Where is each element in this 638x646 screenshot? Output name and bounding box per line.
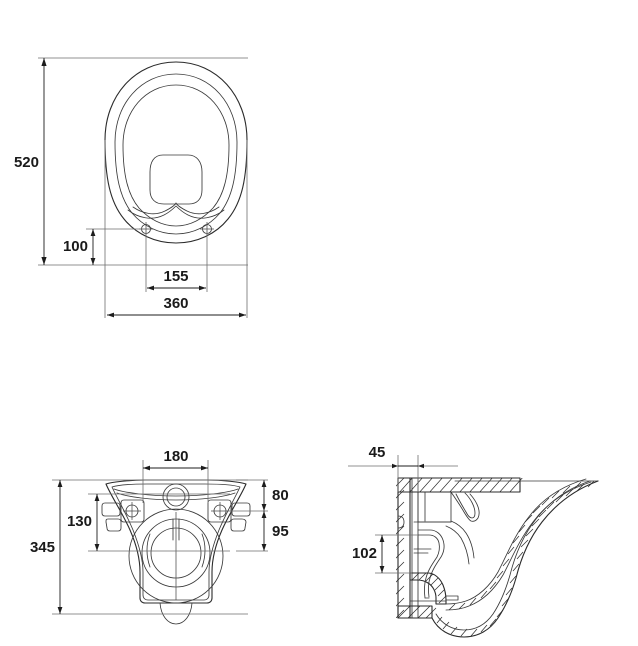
dimension-345-label: 345: [30, 539, 55, 556]
plan-bowl-circles: [128, 508, 224, 604]
plan-extension-lines: [52, 460, 248, 615]
section-extension-lines: [348, 455, 458, 574]
plan-flush-inlet: [162, 483, 190, 511]
plan-top-view: 180 345 130 80: [30, 448, 289, 625]
dimension-180-label: 180: [163, 448, 188, 465]
dimension-80: 80: [236, 479, 289, 512]
dimension-360-label: 360: [163, 295, 188, 312]
section-bowl-profile: [431, 480, 599, 638]
section-bowl-profile-hatch: [436, 480, 595, 637]
dimension-345: 345: [30, 480, 63, 614]
section-bowl-inner-hatch: [448, 481, 582, 611]
dimension-155: 155: [147, 268, 206, 291]
dimension-102: 102: [352, 535, 385, 573]
dimension-95: 95: [236, 511, 289, 552]
front-pan-outline: [104, 61, 248, 244]
plan-rim-band: [113, 488, 239, 501]
section-flush-chamber: [413, 491, 452, 523]
dimension-360: 360: [107, 295, 246, 318]
dimension-100: 100: [63, 229, 96, 265]
front-extension-lines: [38, 57, 248, 318]
front-bowl-detail: [127, 154, 225, 219]
section-siphon: [417, 529, 445, 599]
dimension-95-label: 95: [272, 523, 289, 540]
section-rim-channel: [445, 491, 480, 565]
section-mid-lines: [413, 535, 432, 554]
dimension-102-label: 102: [352, 545, 377, 562]
dimension-130-label: 130: [67, 513, 92, 530]
section-back-plate-hatch: [396, 478, 405, 618]
dimension-180: 180: [143, 448, 208, 471]
dimension-130: 130: [67, 494, 100, 551]
dimension-100-label: 100: [63, 238, 88, 255]
dimension-155-label: 155: [163, 268, 188, 285]
section-top-rim: [397, 477, 525, 493]
section-base-hatch: [397, 605, 437, 619]
side-section-view: 45 102: [348, 444, 599, 638]
section-lower-outlet: [409, 572, 447, 605]
section-top-rim-hatch: [398, 478, 525, 492]
section-bowl-inner: [445, 478, 592, 611]
dimension-45: 45: [369, 444, 424, 469]
front-elevation-view: 520 100 155 360: [14, 57, 248, 318]
plan-outlet-nub: [159, 602, 193, 625]
dimension-520-label: 520: [14, 154, 39, 171]
plan-bracket-left: [101, 499, 145, 532]
dimension-45-label: 45: [369, 444, 386, 461]
dimension-80-label: 80: [272, 487, 289, 504]
dimension-520: 520: [14, 58, 47, 265]
section-lower-outlet-hatch: [411, 572, 447, 604]
